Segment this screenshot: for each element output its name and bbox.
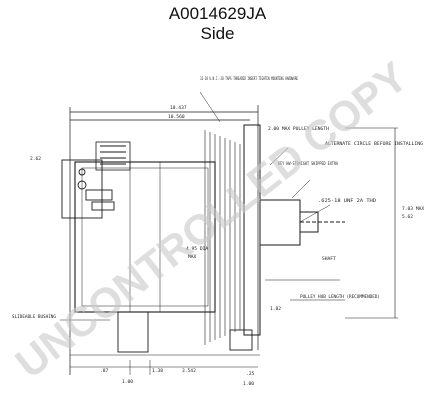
top-dimension-lines	[69, 105, 259, 375]
callout-pulley-hub: PULLEY HUB LENGTH (RECOMMENDED)	[300, 294, 380, 300]
dim-g: 3.542	[182, 368, 196, 374]
dim-overall-max: 10.560	[168, 114, 185, 120]
dim-h: 1.00	[243, 381, 254, 387]
dim-f: 2.62	[30, 156, 41, 162]
dim-a: .87	[100, 368, 109, 374]
dim-overall: 10.437	[170, 105, 187, 111]
pulley	[243, 124, 345, 336]
part-number-title: A0014629JA	[168, 4, 267, 23]
callout-pulley-length: 2.00 MAX PULLEY LENGTH	[268, 126, 329, 132]
terminal-block	[61, 141, 131, 219]
callout-thread: .625-18 UNF 2A THD	[318, 198, 376, 204]
dim-body-diameter: 4.95 DIA	[186, 246, 208, 252]
callout-threaded-insert: 31-18 U.N.C.-28 TAPS THREADED INSERT TIG…	[200, 76, 298, 82]
dim-d: .25	[246, 371, 255, 377]
view-title: Side	[200, 24, 235, 43]
dim-body-max: MAX	[188, 254, 197, 260]
alternator-body	[74, 161, 216, 313]
cooling-fins	[204, 130, 241, 345]
callout-bushing: SLIDEABLE BUSHING	[12, 314, 56, 320]
dim-b: 1.00	[122, 379, 133, 385]
dim-height-2: 5.62	[402, 214, 413, 220]
callout-key: KEY HW-STRAIGHT SHIPPED EXTRA	[278, 161, 338, 167]
right-dimension-lines	[265, 127, 398, 319]
dim-c: 1.38	[152, 368, 163, 374]
callout-shaft: SHAFT	[322, 256, 336, 262]
callout-alt-circle: ALTERNATE CIRCLE BEFORE INSTALLING	[325, 141, 423, 147]
leader-lines	[60, 91, 331, 321]
dim-height: 7.03 MAX	[402, 206, 424, 212]
mounting-feet	[70, 311, 260, 375]
dim-e: 1.82	[270, 306, 281, 312]
